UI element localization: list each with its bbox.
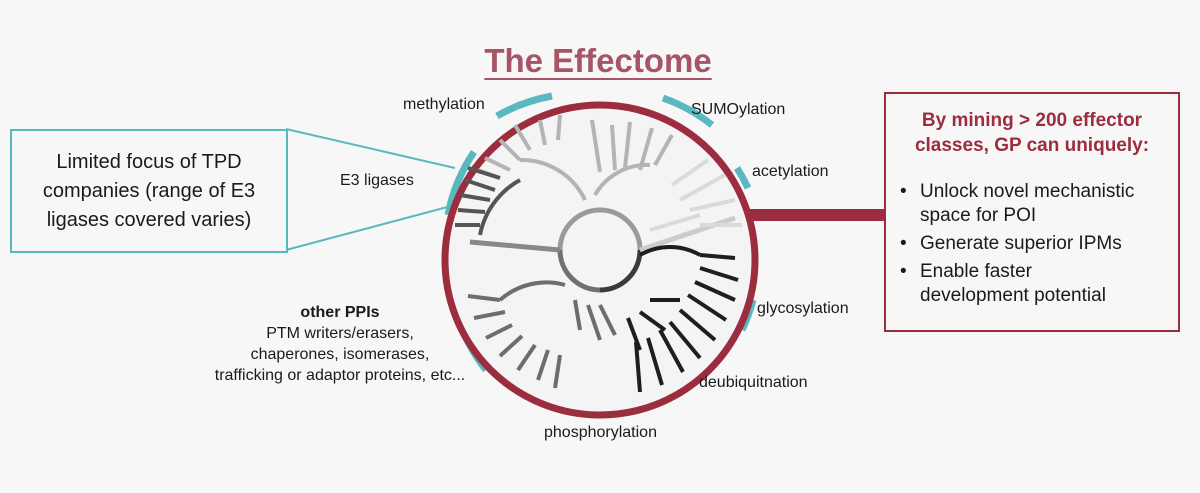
effectome-circle xyxy=(441,101,759,419)
label-acetylation: acetylation xyxy=(752,163,829,180)
list-item: • Generate superior IPMs xyxy=(900,233,1122,254)
tpd-focus-line: companies (range of E3 xyxy=(42,179,256,202)
other-ppis-line: chaperones, isomerases, xyxy=(250,346,430,363)
arc-methylation xyxy=(495,92,553,120)
list-item: • Enable faster development potential xyxy=(900,261,1106,306)
bullet-dot: • xyxy=(900,261,907,282)
gp-advantages-box: By mining > 200 effector classes, GP can… xyxy=(884,92,1180,332)
label-phosphorylation: phosphorylation xyxy=(544,424,657,441)
arc-sumoylation xyxy=(661,94,715,128)
tpd-focus-line: ligases covered varies) xyxy=(46,208,252,231)
tpd-focus-box: Limited focus of TPD companies (range of… xyxy=(10,129,288,253)
gp-advantages-heading: By mining > 200 effector classes, GP can… xyxy=(914,110,1150,156)
list-item: • Unlock novel mechanistic space for POI xyxy=(900,181,1135,226)
label-glycosylation: glycosylation xyxy=(757,300,849,317)
bullet-dot: • xyxy=(900,181,907,202)
bullet-dot: • xyxy=(900,233,907,254)
tree-branches xyxy=(455,114,742,393)
other-ppis-line: trafficking or adaptor proteins, etc... xyxy=(214,367,466,384)
page-title: The Effectome xyxy=(484,42,712,79)
label-deubiquitnation: deubiquitnation xyxy=(699,374,808,391)
label-e3-ligases: E3 ligases xyxy=(340,172,414,189)
tpd-focus-line: Limited focus of TPD xyxy=(56,150,242,173)
e3-callout-connector xyxy=(285,128,456,251)
gp-advantages-list: • Unlock novel mechanistic space for POI… xyxy=(900,180,1134,312)
other-ppis-line: PTM writers/erasers, xyxy=(266,325,414,342)
right-connector xyxy=(738,209,886,221)
label-sumoylation: SUMOylation xyxy=(691,101,786,118)
tree-core xyxy=(469,207,736,293)
arc-e3 xyxy=(444,150,477,216)
arc-acetylation xyxy=(734,166,752,190)
other-ppis-label: other PPIs PTM writers/erasers, chaperon… xyxy=(190,302,490,386)
label-methylation: methylation xyxy=(403,96,485,113)
other-ppis-title: other PPIs xyxy=(300,304,380,321)
